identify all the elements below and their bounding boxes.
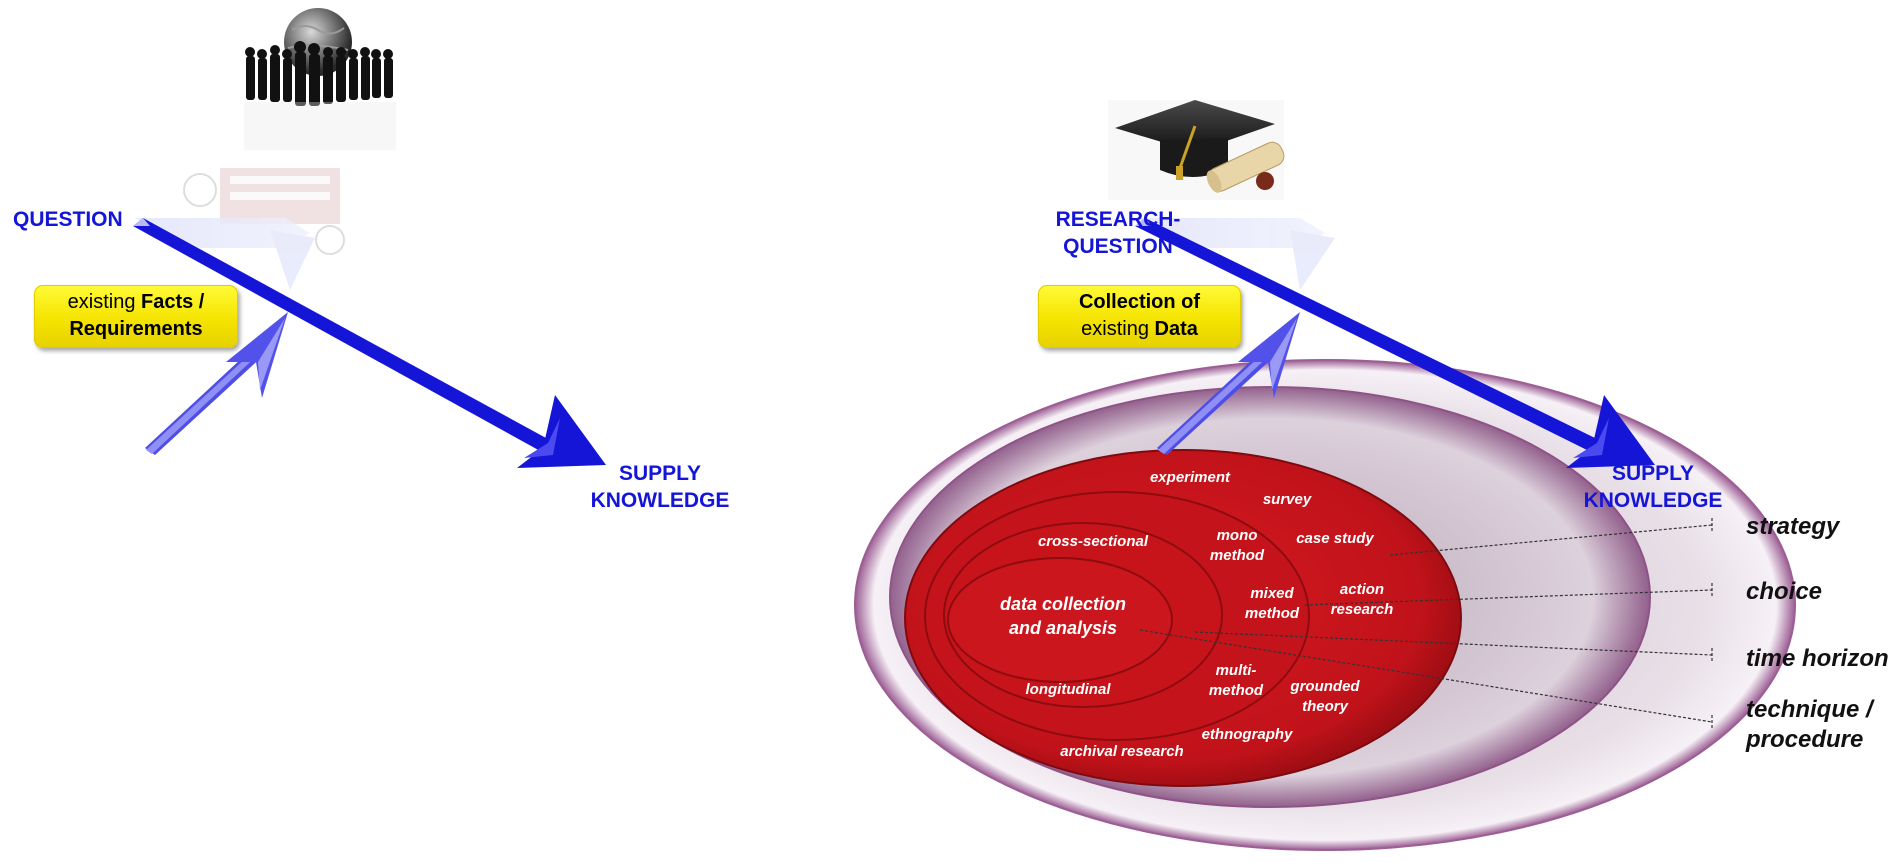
right-panel: experiment survey case study action rese… xyxy=(854,100,1889,851)
label-survey: survey xyxy=(1263,491,1312,508)
pale-arrow-right xyxy=(1135,218,1335,290)
label-action-research-line2: research xyxy=(1331,601,1394,618)
business-people-globe-image xyxy=(244,8,396,150)
research-question-line2: QUESTION xyxy=(1063,235,1173,258)
label-archival-research: archival research xyxy=(1060,743,1183,760)
main-arrow-right xyxy=(1135,218,1655,468)
label-mixed-method-line2: method xyxy=(1245,605,1300,622)
main-arrow-left xyxy=(133,218,606,468)
collection-box-bold2: Data xyxy=(1154,318,1198,340)
collection-data-box: Collection of existing Data xyxy=(1038,285,1241,348)
supply-knowledge-line1: SUPPLY xyxy=(1612,462,1694,485)
facts-requirements-box: existing Facts / Requirements xyxy=(34,285,238,348)
supply-knowledge-line2: KNOWLEDGE xyxy=(1584,489,1723,512)
legend-choice: choice xyxy=(1746,578,1822,605)
onion-core-layer xyxy=(947,557,1173,683)
graduation-cap-image xyxy=(1108,100,1285,200)
label-grounded-theory-line2: theory xyxy=(1302,698,1349,715)
input-arrow-left xyxy=(145,312,288,455)
research-question-line1: RESEARCH- xyxy=(1056,208,1181,231)
supply-label-line1: SUPPLY xyxy=(619,462,701,485)
label-action-research-line1: action xyxy=(1340,581,1384,598)
left-panel: QUESTION SUPPLY KNOWLEDGE xyxy=(13,8,729,512)
facts-box-normal: existing xyxy=(67,291,141,313)
legend-strategy: strategy xyxy=(1746,513,1841,540)
faded-building-image xyxy=(183,168,345,255)
supply-label-line2: KNOWLEDGE xyxy=(591,489,730,512)
label-experiment: experiment xyxy=(1150,469,1231,486)
label-multi-method-line2: method xyxy=(1209,682,1264,699)
label-mono-method-line2: method xyxy=(1210,547,1265,564)
facts-box-bold1: Facts / xyxy=(141,291,205,313)
collection-box-bold: Collection of xyxy=(1078,291,1201,313)
label-cross-sectional: cross-sectional xyxy=(1038,533,1149,550)
legend-technique-line2: procedure xyxy=(1745,726,1863,753)
label-ethnography: ethnography xyxy=(1202,726,1293,743)
facts-box-bold2: Requirements xyxy=(69,318,203,340)
label-mixed-method-line1: mixed xyxy=(1250,585,1294,602)
label-case-study: case study xyxy=(1296,530,1374,547)
research-onion: experiment survey case study action rese… xyxy=(854,359,1796,851)
label-longitudinal: longitudinal xyxy=(1026,681,1112,698)
label-multi-method-line1: multi- xyxy=(1216,662,1257,679)
input-arrow-right xyxy=(1157,312,1300,455)
label-mono-method-line1: mono xyxy=(1217,527,1258,544)
label-core-line1: data collection xyxy=(1000,594,1126,614)
leader-lines xyxy=(1139,518,1713,729)
question-label: QUESTION xyxy=(13,208,123,231)
legend-time-horizon: time horizon xyxy=(1746,645,1889,672)
pale-arrow-left xyxy=(135,218,315,290)
legend-technique-line1: technique / xyxy=(1746,696,1875,723)
collection-box-normal: existing xyxy=(1081,318,1155,340)
label-core-line2: and analysis xyxy=(1009,618,1117,638)
label-grounded-theory-line1: grounded xyxy=(1289,678,1360,695)
